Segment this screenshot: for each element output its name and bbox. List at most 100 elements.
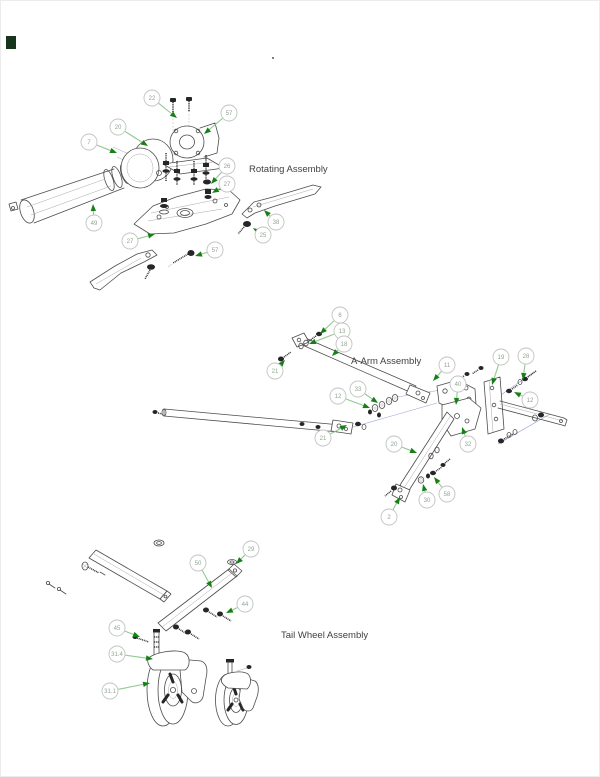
callout-number: 31.1 — [104, 689, 116, 695]
gearmotor-part — [162, 122, 225, 175]
page-mark — [6, 36, 16, 49]
leader-line — [240, 554, 246, 560]
callout-11: 11 — [433, 356, 456, 381]
leader-arrowhead — [370, 396, 378, 403]
leader-line — [345, 398, 364, 407]
callout-31.1: 31.1 — [101, 681, 150, 700]
bolt-stack-hardware — [159, 198, 169, 215]
callout-balloon — [189, 554, 207, 572]
callout-balloon — [335, 335, 353, 353]
callout-number: 32 — [465, 442, 472, 448]
rotating-assembly-label: Rotating Assembly — [249, 164, 328, 175]
callout-balloon — [266, 362, 284, 380]
leader-line — [217, 187, 220, 190]
callout-number: 12 — [527, 398, 534, 404]
leader-arrowhead — [142, 681, 150, 688]
leader-line — [463, 433, 466, 437]
callout-number: 12 — [335, 394, 342, 400]
callout-number: 21 — [320, 436, 327, 442]
callout-33: 33 — [349, 380, 378, 403]
callout-7: 7 — [80, 133, 117, 153]
callout-number: 50 — [195, 561, 202, 567]
callout-45: 45 — [108, 619, 140, 637]
leader-arrowhead — [204, 127, 212, 134]
callout-38: 38 — [264, 210, 285, 231]
callout-number: 20 — [115, 125, 122, 131]
callout-balloon — [121, 232, 139, 250]
callout-number: 44 — [242, 602, 249, 608]
callout-31.4: 31.4 — [108, 645, 153, 663]
callout-49: 49 — [85, 204, 103, 232]
callout-balloon — [242, 540, 260, 558]
leader-arrowhead — [109, 147, 117, 153]
callout-number: 29 — [248, 547, 255, 553]
callout-number: 25 — [260, 233, 267, 239]
callout-number: 6 — [338, 313, 342, 319]
leader-line — [401, 446, 411, 451]
callout-58: 58 — [434, 477, 456, 503]
callout-21: 21 — [314, 425, 347, 447]
arm-end-hardware — [384, 458, 451, 497]
leader-arrowhead — [409, 447, 417, 453]
callout-balloon — [267, 213, 285, 231]
callout-44: 44 — [226, 595, 254, 613]
callout-balloon — [521, 391, 539, 409]
callout-number: 49 — [91, 221, 98, 227]
leader-line — [520, 394, 523, 397]
callout-number: 26 — [224, 164, 231, 170]
leader-arrowhead — [206, 580, 212, 588]
callout-number: 45 — [114, 626, 121, 632]
callout-19: 19 — [491, 348, 510, 385]
leader-line — [364, 393, 373, 400]
callout-28: 28 — [517, 347, 535, 380]
callout-12: 12 — [514, 391, 539, 409]
callout-balloon — [492, 348, 510, 366]
callout-balloon — [220, 104, 238, 122]
callout-number: 27 — [127, 239, 134, 245]
leader-arrowhead — [339, 425, 347, 431]
stray-dot — [272, 57, 274, 59]
leader-arrowhead — [236, 557, 243, 564]
callout-number: 58 — [444, 492, 451, 498]
callout-30: 30 — [418, 484, 436, 509]
callout-balloon — [349, 380, 367, 398]
leader-arrowhead — [434, 477, 441, 485]
leader-arrowhead — [461, 427, 467, 435]
callout-balloon — [108, 619, 126, 637]
callout-29: 29 — [236, 540, 260, 564]
callout-balloon — [438, 485, 456, 503]
leader-arrowhead — [211, 176, 218, 184]
roller-tube-part — [8, 164, 131, 224]
callout-number: 31.4 — [111, 652, 123, 658]
leader-line — [437, 371, 442, 377]
leader-arrowhead — [433, 373, 440, 381]
callout-number: 13 — [339, 329, 346, 335]
callout-balloon — [438, 356, 456, 374]
callout-balloon — [380, 508, 398, 526]
leader-line — [336, 349, 339, 352]
leader-line — [315, 333, 335, 342]
callout-balloon — [85, 214, 103, 232]
leader-line — [201, 251, 208, 255]
callout-number: 2 — [387, 515, 391, 521]
leader-arrowhead — [140, 139, 148, 146]
blade-part — [241, 184, 322, 219]
callout-number: 33 — [355, 387, 362, 393]
leader-arrowhead — [453, 397, 460, 405]
mount-plate-part — [483, 376, 505, 435]
rotating-assembly-parts — [8, 97, 322, 291]
leader-arrowhead — [264, 210, 271, 217]
callout-balloon — [418, 491, 436, 509]
leader-line — [138, 235, 149, 240]
leader-arrowhead — [90, 204, 97, 212]
callout-balloon — [449, 375, 467, 393]
leader-line — [158, 102, 172, 115]
callout-balloon — [101, 682, 119, 700]
leader-arrowhead — [147, 233, 155, 239]
deck-plate-part — [133, 188, 241, 235]
leader-arrowhead — [145, 655, 153, 661]
left-caster-part — [132, 629, 208, 727]
right-caster-part — [215, 659, 259, 727]
